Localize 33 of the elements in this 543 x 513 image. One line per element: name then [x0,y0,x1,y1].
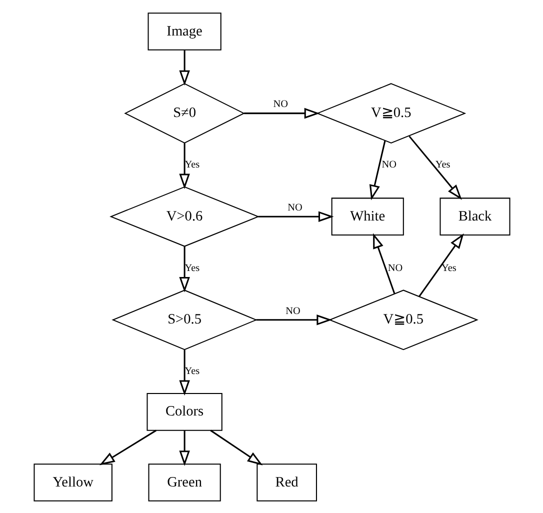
node-box: Red [256,463,316,501]
arrow [178,142,190,189]
node-diamond: S>0.5 [111,289,257,350]
arrow [178,349,190,396]
node-box: White [330,197,404,236]
arrow [258,210,334,222]
node-diamond: S≠0 [124,82,245,144]
arrow [408,135,462,200]
edge-label: NO [387,262,402,274]
arrow [178,50,190,86]
edge-label: NO [381,159,396,170]
edge-label: NO [285,305,300,316]
node-diamond: V≧0.5 [316,82,466,144]
node-box: Image [147,12,221,50]
edge-label: NO [287,202,302,213]
arrow [256,314,332,325]
node-box: Yellow [33,463,112,501]
node-diamond: V≧0.5 [328,289,478,350]
edge-label: NO [272,98,288,110]
arrow [178,430,190,466]
node-box: Colors [146,392,222,430]
arrow [372,232,395,294]
node-box: Black [439,197,510,236]
arrow [210,429,262,465]
arrow [418,232,464,296]
node-box: Green [148,463,220,501]
arrow [244,107,320,118]
node-diamond: V>0.6 [109,186,260,246]
arrow [368,140,386,200]
edge-label: Yes [434,159,450,170]
edge-label: Yes [440,262,456,274]
arrow [98,429,156,465]
arrow [178,246,190,292]
